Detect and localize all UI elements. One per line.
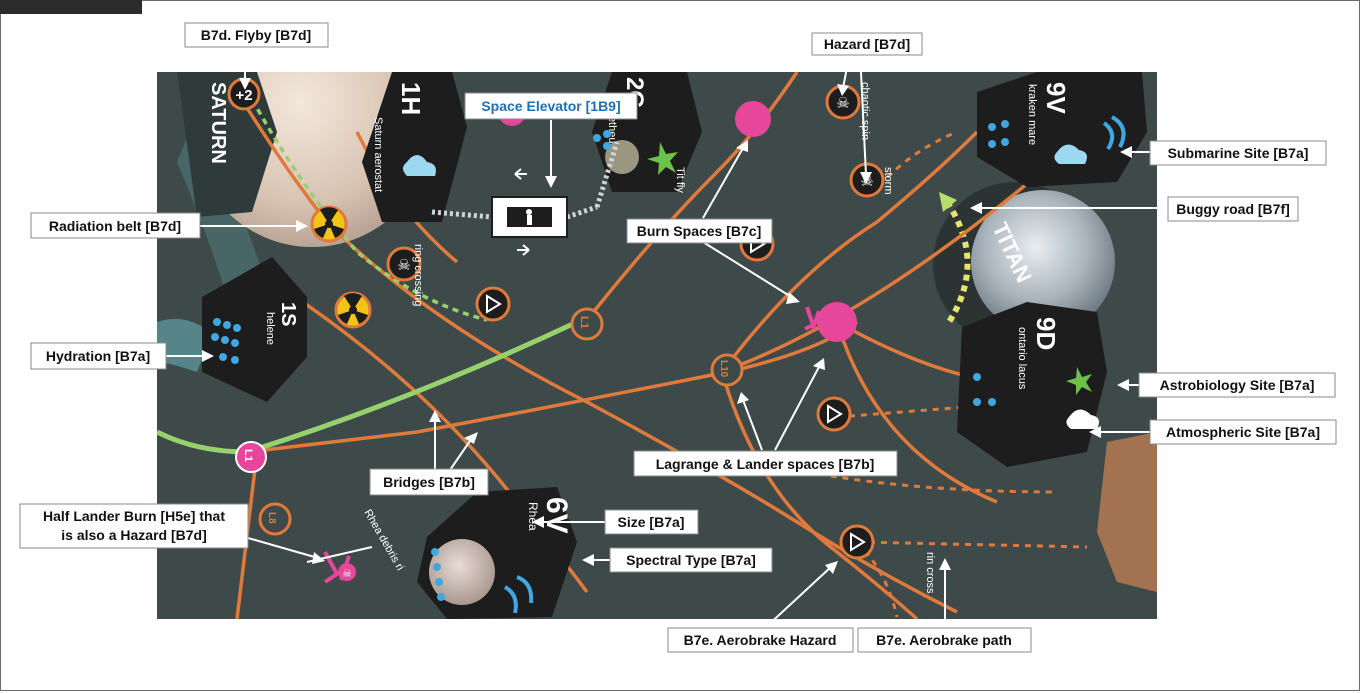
lander-space-3 <box>816 396 852 432</box>
path-text-ring2: rin cross <box>924 552 936 594</box>
site-helene: 1S helene <box>202 257 307 402</box>
atmospheric-icon <box>403 155 436 176</box>
hydration-icon <box>973 373 996 406</box>
svg-text:L1: L1 <box>578 316 590 329</box>
corner-tab <box>0 0 142 14</box>
site-ontario-lacus: 9D ontario lacus <box>957 302 1107 467</box>
hazard-skull-ring: ☠ <box>386 246 422 282</box>
submarine-icon <box>1102 115 1126 151</box>
radiation-hazard-2 <box>334 291 372 329</box>
titan-moon: TITAN <box>933 182 1115 346</box>
green-bridge <box>157 319 579 455</box>
site-name: Saturn aerostat <box>372 117 384 192</box>
game-board-map: SATURN TITAN 1H Saturn aerostat <box>157 72 1157 619</box>
lagrange-space-l1-pink: L1 <box>235 441 267 473</box>
svg-text:L10: L10 <box>718 360 729 378</box>
svg-text:☠: ☠ <box>860 173 873 190</box>
burn-space-3 <box>498 98 526 126</box>
astrobiology-icon <box>1066 367 1092 395</box>
hydration-icon <box>593 130 611 150</box>
hydration-icon <box>988 120 1009 148</box>
site-size-spectral: 2C <box>621 77 648 108</box>
site-size-spectral: 1S <box>277 302 299 326</box>
site-name: ontario lacus <box>1016 327 1028 390</box>
site-size-spectral: 6V <box>540 497 573 534</box>
site-saturn-aerostat: 1H Saturn aerostat <box>362 72 467 222</box>
burn-space-2 <box>817 302 857 342</box>
saturn-label: SATURN <box>207 82 229 164</box>
hazard-skull-chaotic: ☠ <box>825 84 861 120</box>
space-elevator <box>431 141 620 256</box>
site-size-spectral: 9D <box>1031 317 1061 350</box>
flyby-space: +2 <box>227 77 261 111</box>
aerobrake-hazard-space <box>839 524 875 560</box>
site-size-spectral: 1H <box>396 82 426 115</box>
lander-space-2 <box>739 226 775 262</box>
site-size-spectral: 9V <box>1041 82 1071 114</box>
hydration-icon <box>431 548 445 601</box>
submarine-icon <box>503 575 534 614</box>
lagrange-space-l10: L10 <box>710 353 744 387</box>
buggy-road <box>944 200 971 324</box>
svg-text:☠: ☠ <box>342 568 352 580</box>
lagrange-space-l1: L1 <box>570 307 604 341</box>
moon-image <box>429 539 495 605</box>
path-text-ring: ring crossing <box>412 244 424 306</box>
site-name: Rhea <box>526 502 540 531</box>
site-kraken-mare: 9V kraken mare <box>977 72 1147 187</box>
svg-text:L1: L1 <box>242 449 254 462</box>
lander-space-1 <box>475 286 511 322</box>
astrobiology-icon <box>647 142 678 175</box>
svg-text:☠: ☠ <box>397 257 410 274</box>
atmospheric-icon <box>1066 409 1099 429</box>
svg-text:☠: ☠ <box>836 95 849 112</box>
radiation-hazard-1 <box>310 205 348 243</box>
path-text-titan: Tit fly <box>674 167 686 193</box>
hydration-icon <box>211 318 241 364</box>
burn-space-1 <box>735 101 771 137</box>
atmospheric-icon <box>1054 144 1087 164</box>
path-text-chaotic: chaotic spin <box>859 82 871 140</box>
aerobrake-paths <box>806 130 1088 618</box>
path-text-storm: storm <box>882 167 894 195</box>
flyby-value: +2 <box>235 87 252 104</box>
hazard-skull-storm: ☠ <box>849 162 885 198</box>
svg-text:L8: L8 <box>266 512 277 524</box>
lander-burn-icon <box>804 306 821 331</box>
site-name: helene <box>264 312 276 345</box>
site-name: kraken mare <box>1026 84 1038 145</box>
lagrange-space-l8: L8 <box>258 502 292 536</box>
